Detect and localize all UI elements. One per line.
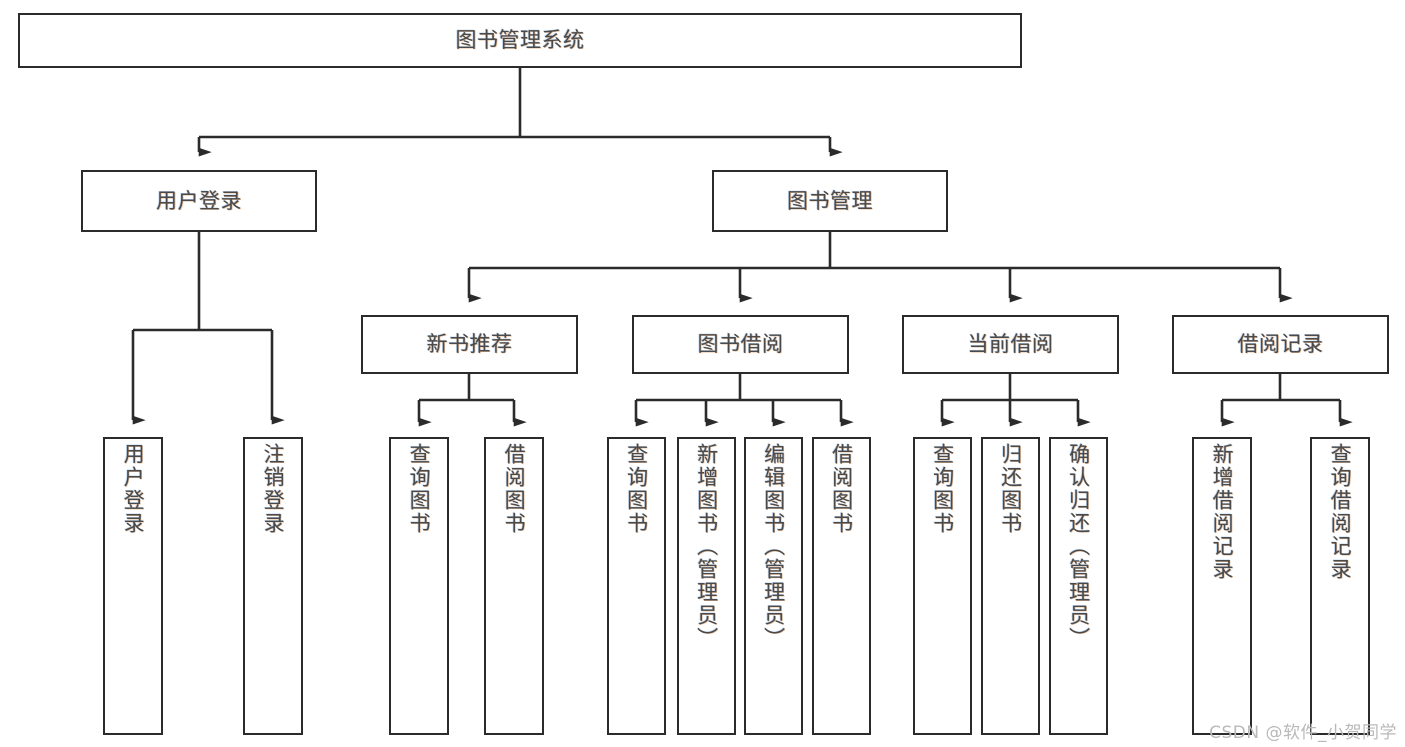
node-book-mgmt-label: 图书管理 [787, 188, 873, 213]
node-leaf-edit-book-admin[interactable]: 编辑图书（管理员） [744, 437, 803, 735]
node-book-mgmt[interactable]: 图书管理 [712, 170, 948, 232]
node-leaf-query-book-rec-label: 查询图书 [407, 443, 432, 535]
node-leaf-borrow-book-rec-label: 借阅图书 [502, 443, 527, 535]
node-book-borrow-label: 图书借阅 [697, 332, 784, 357]
node-current-borrow[interactable]: 当前借阅 [902, 315, 1119, 374]
node-leaf-logout[interactable]: 注销登录 [243, 437, 303, 735]
node-root-label: 图书管理系统 [455, 28, 585, 53]
node-leaf-add-borrow-record[interactable]: 新增借阅记录 [1192, 437, 1252, 735]
node-leaf-confirm-return-admin[interactable]: 确认归还（管理员） [1049, 437, 1108, 735]
node-leaf-edit-book-admin-label: 编辑图书（管理员） [761, 443, 786, 650]
node-leaf-user-login[interactable]: 用户登录 [103, 437, 163, 735]
node-leaf-borrow-book-rec[interactable]: 借阅图书 [484, 437, 544, 735]
node-leaf-add-borrow-record-label: 新增借阅记录 [1210, 443, 1235, 581]
node-new-book-rec-label: 新书推荐 [426, 332, 513, 357]
node-leaf-return-book-label: 归还图书 [998, 443, 1023, 535]
node-new-book-rec[interactable]: 新书推荐 [361, 315, 578, 374]
node-leaf-borrow-book[interactable]: 借阅图书 [812, 437, 871, 735]
node-leaf-logout-label: 注销登录 [261, 443, 286, 535]
node-leaf-confirm-return-admin-label: 确认归还（管理员） [1066, 443, 1091, 650]
node-leaf-user-login-label: 用户登录 [121, 443, 146, 535]
node-leaf-return-book[interactable]: 归还图书 [981, 437, 1040, 735]
node-borrow-record[interactable]: 借阅记录 [1172, 315, 1389, 374]
node-root[interactable]: 图书管理系统 [18, 13, 1022, 68]
node-leaf-add-book-admin[interactable]: 新增图书（管理员） [677, 437, 736, 735]
node-book-borrow[interactable]: 图书借阅 [632, 315, 849, 374]
node-leaf-query-borrow-record[interactable]: 查询借阅记录 [1310, 437, 1370, 735]
node-user-login[interactable]: 用户登录 [81, 170, 317, 232]
node-leaf-query-book-rec[interactable]: 查询图书 [389, 437, 449, 735]
node-leaf-query-borrow-record-label: 查询借阅记录 [1328, 443, 1353, 581]
node-leaf-query-book-borrow[interactable]: 查询图书 [607, 437, 666, 735]
node-user-login-label: 用户登录 [156, 188, 242, 213]
node-borrow-record-label: 借阅记录 [1237, 332, 1324, 357]
node-leaf-add-book-admin-label: 新增图书（管理员） [694, 443, 719, 650]
node-leaf-query-book-borrow-label: 查询图书 [624, 443, 649, 535]
node-leaf-borrow-book-label: 借阅图书 [829, 443, 854, 535]
node-current-borrow-label: 当前借阅 [967, 332, 1054, 357]
node-leaf-query-book-current-label: 查询图书 [930, 443, 955, 535]
node-leaf-query-book-current[interactable]: 查询图书 [913, 437, 972, 735]
